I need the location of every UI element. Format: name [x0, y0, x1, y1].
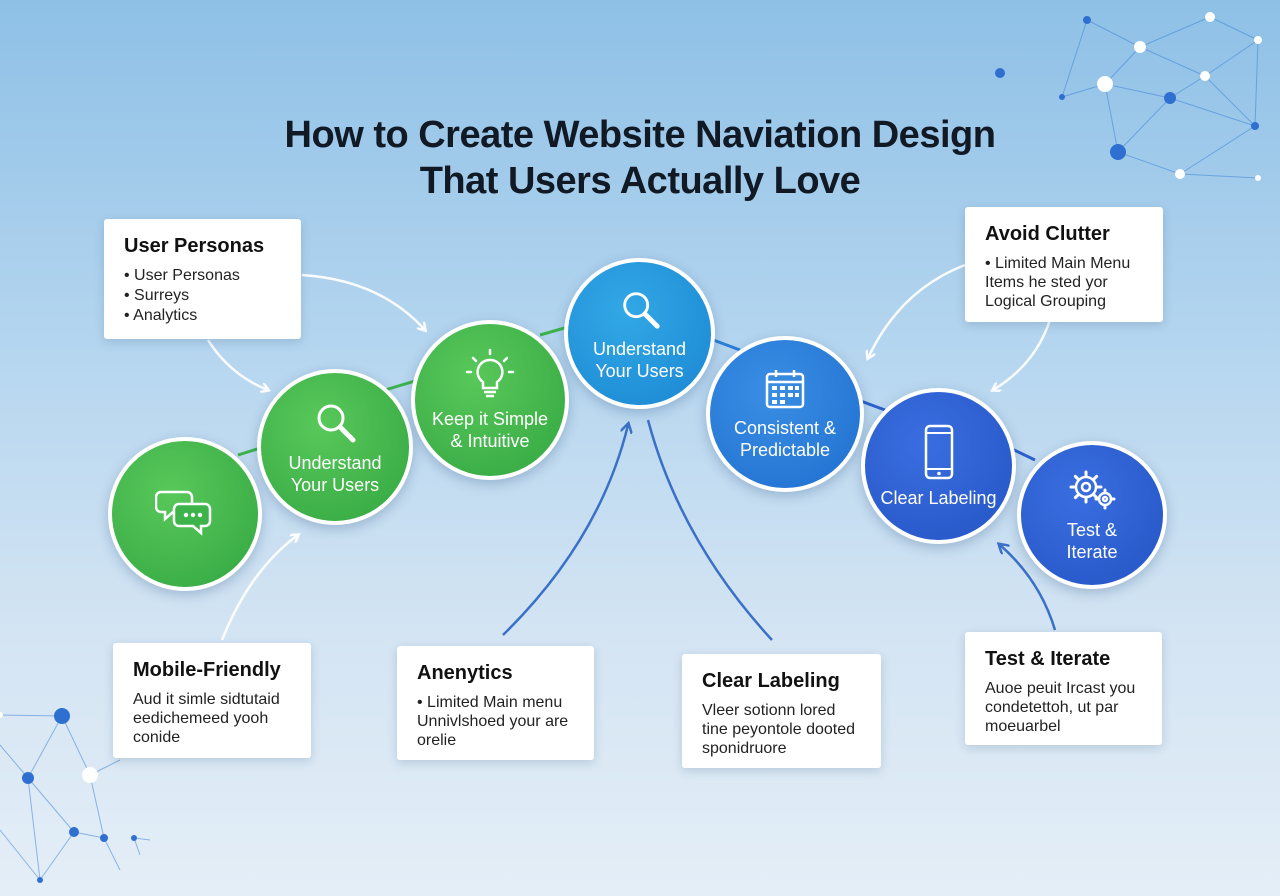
- node-label-line-1: Understand: [592, 338, 687, 359]
- list-item: • Analytics: [124, 307, 198, 324]
- clear-labeling-node: Clear Labeling: [861, 388, 1016, 544]
- node-label-line-2: & Intuitive: [450, 431, 530, 451]
- card-text-line: orelie: [417, 732, 457, 749]
- test-iterate-card: Test & Iterate Auoe peuit Ircast you con…: [965, 632, 1162, 745]
- card-text-line: Vleer sotionn lored: [702, 702, 836, 719]
- page-title-line-1: How to Create Website Naviation Design: [284, 114, 996, 156]
- magnifier-icon: [622, 291, 660, 329]
- list-item: • Surreys: [124, 287, 190, 304]
- node-label-line-1: Understand: [288, 453, 382, 473]
- chat-node: [108, 437, 262, 591]
- card-title: Test & Iterate: [985, 648, 1111, 670]
- card-text-line: Items he sted yor: [985, 274, 1108, 291]
- card-text-line: Unnivlshoed your are: [417, 713, 569, 730]
- node-label-line-1: Clear Labeling: [880, 488, 997, 508]
- card-text-line: moeuarbel: [985, 718, 1061, 735]
- card-title: Anenytics: [417, 662, 513, 684]
- card-text-line: • Limited Main Menu: [985, 255, 1131, 272]
- mobile-friendly-card: Mobile-Friendly Aud it simle sidtutaid e…: [113, 643, 311, 758]
- card-title: Avoid Clutter: [985, 223, 1110, 245]
- consistent-predictable-node: Consistent & Predictable: [706, 336, 864, 492]
- card-text-line: eedichemeed yooh: [133, 710, 269, 727]
- magnifier-icon: [317, 404, 356, 443]
- card-text-line: • Limited Main menu: [417, 694, 563, 711]
- card-text-line: Logical Grouping: [985, 293, 1106, 310]
- card-title: Mobile-Friendly: [133, 659, 281, 681]
- calendar-icon: [765, 370, 805, 409]
- node-label-line-2: Your Users: [290, 475, 380, 495]
- card-title: Clear Labeling: [702, 670, 840, 692]
- test-iterate-node: Test & Iterate: [1017, 441, 1167, 589]
- user-personas-card: User Personas • User Personas • Surreys …: [104, 219, 301, 339]
- card-text-line: condetettoh, ut par: [985, 699, 1119, 716]
- anenytics-card: Anenytics • Limited Main menu Unnivlshoe…: [397, 646, 594, 760]
- understand-users-center-node: Understand Your Users: [564, 258, 715, 409]
- card-title: User Personas: [124, 235, 265, 257]
- page-title-line-2: That Users Actually Love: [419, 160, 861, 202]
- keep-it-simple-node: Keep it Simple & Intuitive: [411, 320, 569, 480]
- card-text-line: conide: [133, 729, 181, 746]
- card-text-line: tine peyontole dooted: [702, 721, 856, 738]
- clear-labeling-card: Clear Labeling Vleer sotionn lored tine …: [682, 654, 881, 768]
- node-label-line-1: Consistent &: [733, 418, 837, 438]
- node-label-line-1: Test &: [1066, 520, 1118, 540]
- card-text-line: Aud it simle sidtutaid: [133, 691, 280, 708]
- chat-bubbles-icon: [155, 490, 212, 536]
- card-text-line: Auoe peuit Ircast you: [985, 680, 1136, 697]
- avoid-clutter-card: Avoid Clutter • Limited Main Menu Items …: [965, 207, 1163, 322]
- understand-users-left-node: Understand Your Users: [257, 369, 413, 525]
- smartphone-icon: [924, 424, 953, 480]
- node-label-line-2: Your Users: [595, 360, 684, 381]
- node-label-line-2: Predictable: [739, 440, 831, 460]
- card-text-line: sponidruore: [702, 740, 787, 757]
- card-list: • User Personas • Surreys • Analytics: [124, 266, 281, 326]
- node-label-line-1: Keep it Simple: [431, 409, 549, 429]
- node-label-line-2: Iterate: [1066, 542, 1118, 562]
- list-item: • User Personas: [124, 267, 240, 284]
- gears-icon: [1069, 470, 1116, 510]
- lightbulb-icon: [465, 348, 515, 398]
